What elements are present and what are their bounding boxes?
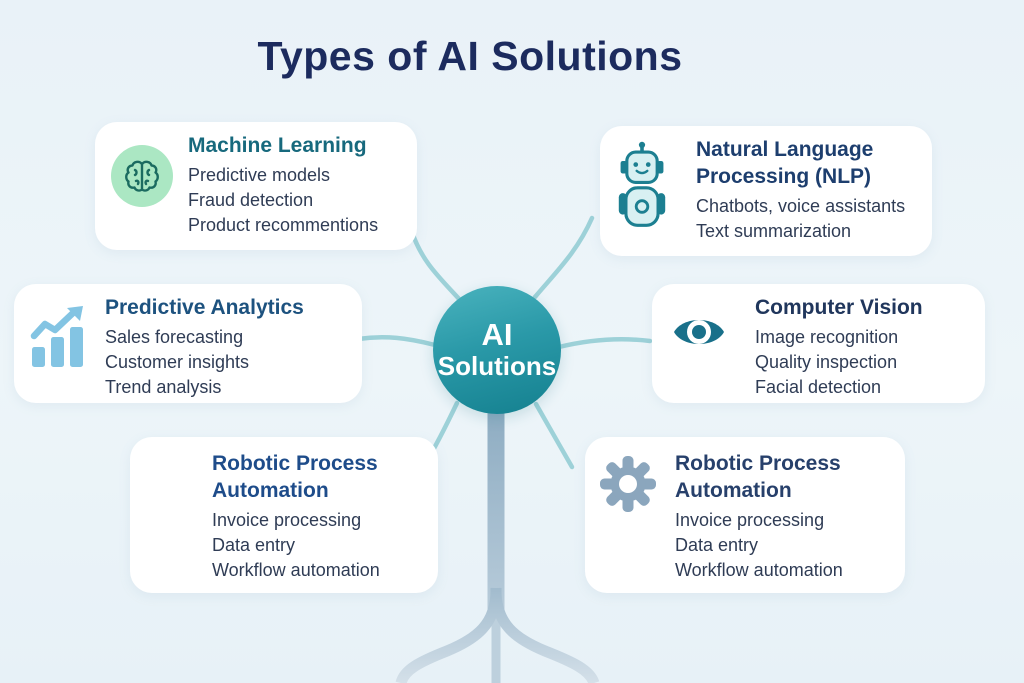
card-item: Trend analysis	[105, 377, 222, 397]
card-computer-vision: Computer Vision Image recognition Qualit…	[652, 284, 985, 403]
card-item: Fraud detection	[188, 190, 314, 210]
bar-chart-icon	[28, 304, 88, 370]
card-title: Robotic Process Automation	[675, 452, 841, 502]
central-node-label-line1: AI	[481, 317, 513, 352]
card-item: Text summarization	[696, 221, 852, 241]
card-natural-language-processing: Natural Language Processing (NLP) Chatbo…	[600, 126, 932, 256]
robot-icon	[616, 134, 668, 238]
card-item: Data entry	[675, 535, 759, 555]
connector-left	[355, 334, 438, 348]
brain-icon	[111, 145, 173, 207]
card-item: Chatbots, voice assistants	[696, 196, 906, 216]
card-item: Invoice processing	[212, 510, 362, 530]
page-title: Types of AI Solutions	[257, 33, 683, 79]
connector-top-left	[409, 229, 463, 303]
card-title: Robotic Process Automation	[212, 452, 378, 502]
card-machine-learning: Machine Learning Predictive models Fraud…	[95, 122, 417, 250]
card-item: Workflow automation	[675, 560, 843, 580]
card-item: Quality inspection	[755, 352, 898, 372]
connector-top-right	[532, 215, 595, 300]
root-right	[490, 587, 600, 683]
card-item: Predictive models	[188, 165, 331, 185]
central-node-ai-solutions: AI Solutions	[433, 286, 561, 414]
card-item: Customer insights	[105, 352, 250, 372]
card-item: Product recommentions	[188, 215, 379, 235]
card-title: Machine Learning	[188, 134, 367, 157]
card-item: Sales forecasting	[105, 327, 244, 347]
card-item: Facial detection	[755, 377, 882, 397]
eye-icon	[672, 309, 726, 355]
card-item: Data entry	[212, 535, 296, 555]
card-predictive-analytics: Predictive Analytics Sales forecasting C…	[14, 284, 362, 403]
card-title: Computer Vision	[755, 296, 923, 319]
root-left	[395, 587, 502, 683]
connector-bottom-right	[533, 401, 575, 470]
card-item: Invoice processing	[675, 510, 825, 530]
card-item: Image recognition	[755, 327, 899, 347]
card-title: Predictive Analytics	[105, 296, 304, 319]
card-item: Workflow automation	[212, 560, 380, 580]
trunk-and-roots	[395, 400, 600, 683]
connector-right	[556, 336, 653, 350]
card-robotic-process-automation-right: Robotic Process Automation Invoice proce…	[585, 437, 905, 593]
card-title: Natural Language Processing (NLP)	[696, 138, 874, 188]
card-robotic-process-automation-left: Robotic Process Automation Invoice proce…	[130, 437, 438, 593]
gear-icon	[597, 453, 659, 515]
central-node-label-line2: Solutions	[437, 351, 557, 381]
